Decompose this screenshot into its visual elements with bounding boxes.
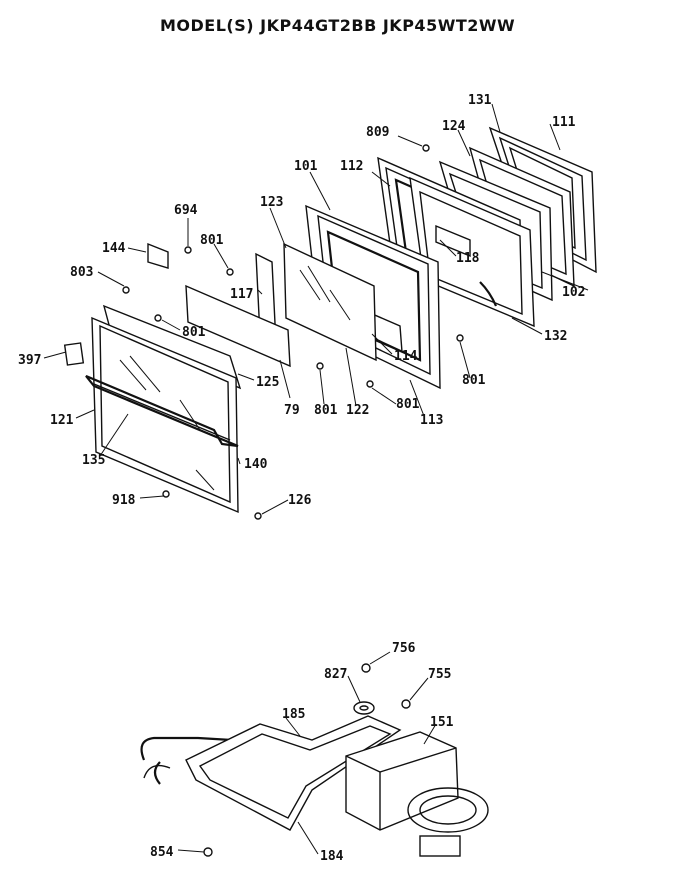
part-123-glass: [283, 242, 377, 362]
label-126: 126: [288, 493, 312, 508]
label-694: 694: [174, 203, 198, 218]
label-117: 117: [230, 287, 253, 302]
part-185-lock-rod: [140, 736, 359, 785]
part-151-motor: [345, 731, 489, 857]
label-118: 118: [456, 251, 480, 266]
part-144-bracket: [147, 242, 169, 269]
part-827-washer: [353, 701, 375, 715]
leader-lines-lower: [177, 651, 437, 855]
screws-lower: [203, 663, 411, 857]
label-144: 144: [102, 241, 126, 256]
label-113: 113: [420, 413, 443, 428]
label-79: 79: [284, 403, 300, 418]
part-135-handle: [85, 374, 239, 448]
label-125: 125: [256, 375, 279, 390]
label-102: 102: [562, 285, 585, 300]
label-132: 132: [544, 329, 567, 344]
diagram-title: MODEL(S) JKP44GT2BB JKP45WT2WW: [160, 16, 516, 35]
part-79-panel: [185, 284, 291, 368]
leader-lines-upper: [43, 103, 589, 515]
label-801-a: 801: [200, 233, 224, 248]
label-112: 112: [340, 159, 363, 174]
label-114: 114: [394, 349, 418, 364]
part-118-liner: [409, 176, 535, 328]
label-101: 101: [294, 159, 318, 174]
label-111: 111: [552, 115, 576, 130]
label-803: 803: [70, 265, 93, 280]
label-801-c: 801: [462, 373, 486, 388]
part-397-clip: [63, 342, 85, 366]
label-801-b: 801: [182, 325, 206, 340]
label-755: 755: [428, 667, 451, 682]
label-397: 397: [18, 353, 41, 368]
label-918: 918: [112, 493, 136, 508]
label-809: 809: [366, 125, 389, 140]
label-123: 123: [260, 195, 283, 210]
label-135: 135: [82, 453, 105, 468]
label-121: 121: [50, 413, 74, 428]
label-131: 131: [468, 93, 492, 108]
label-801-d: 801: [314, 403, 338, 418]
label-122: 122: [346, 403, 369, 418]
label-756: 756: [392, 641, 416, 656]
part-labels: 111 131 124 809 101 112 694 123 144 801 …: [18, 93, 585, 864]
label-801-e: 801: [396, 397, 420, 412]
label-124: 124: [442, 119, 466, 134]
label-854: 854: [150, 845, 174, 860]
label-151: 151: [430, 715, 454, 730]
label-185: 185: [282, 707, 305, 722]
label-140: 140: [244, 457, 268, 472]
part-184-bracket: [185, 715, 402, 831]
screws-upper: [122, 144, 464, 520]
label-184: 184: [320, 849, 344, 864]
label-827: 827: [324, 667, 347, 682]
